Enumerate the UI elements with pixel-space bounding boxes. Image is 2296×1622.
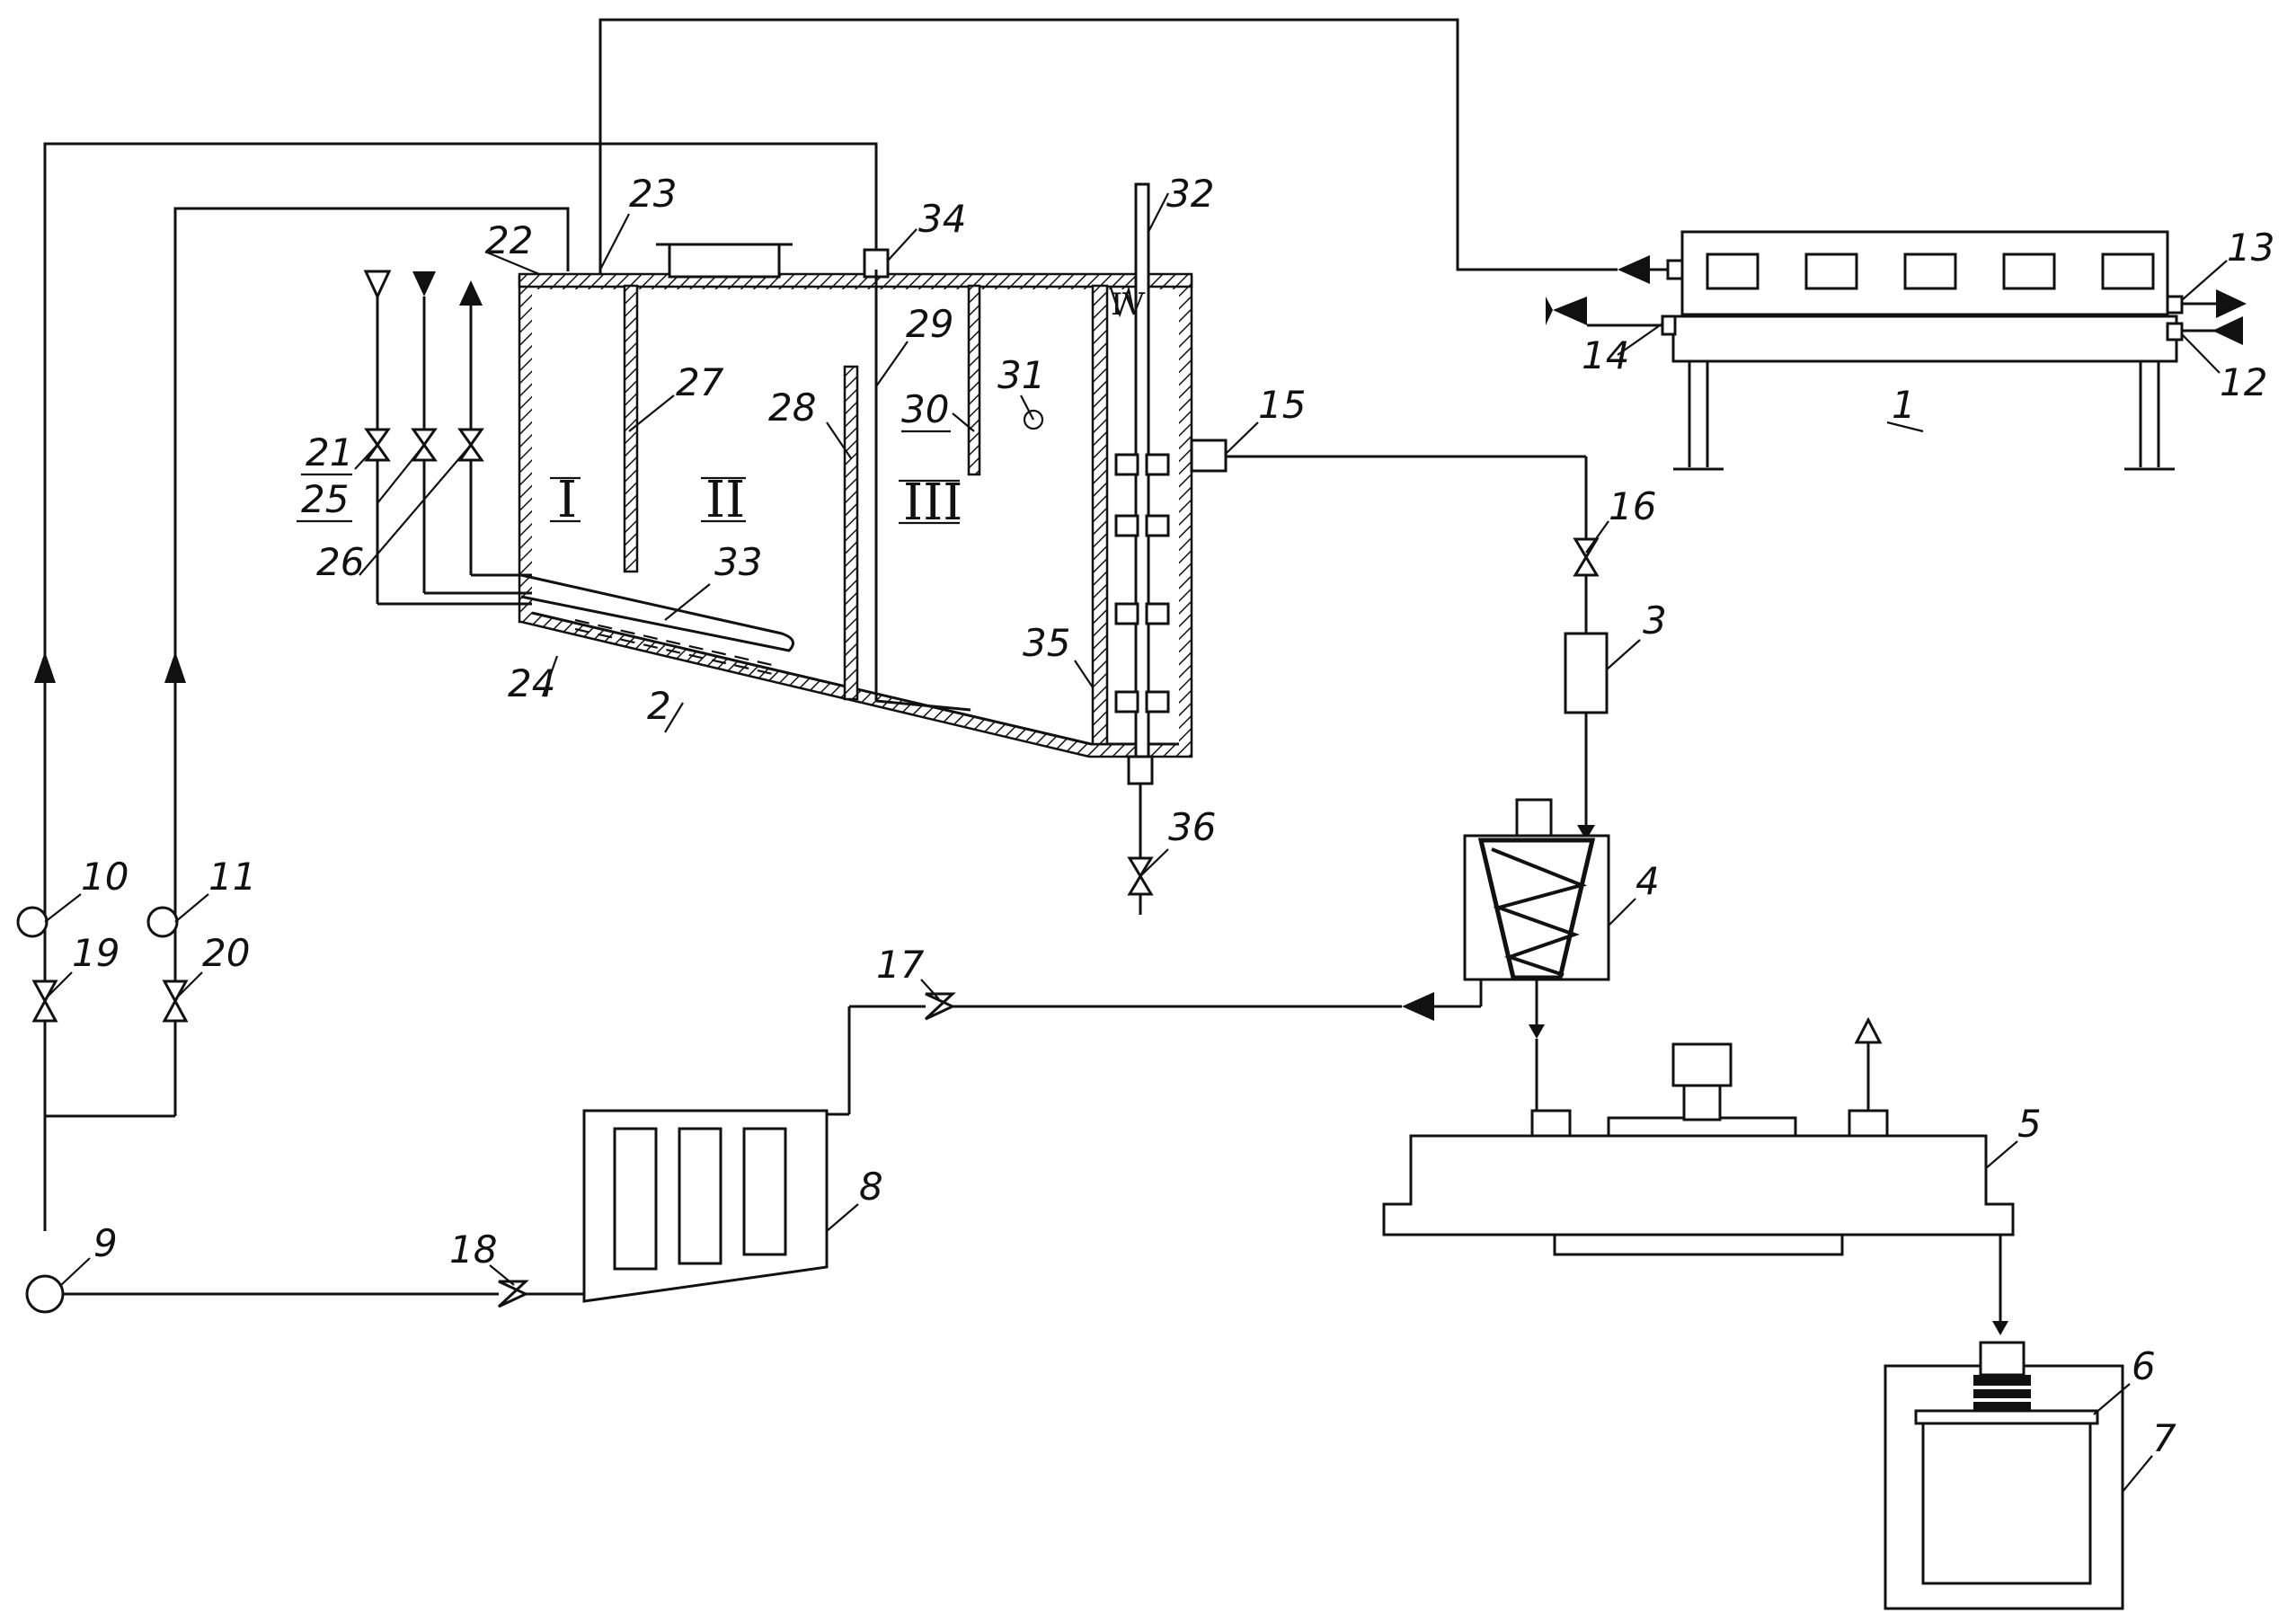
label-25: 25	[301, 477, 349, 521]
label-23: 23	[629, 172, 677, 216]
zone-label-iv: IV	[1111, 287, 1146, 323]
label-11: 11	[208, 855, 256, 899]
label-17: 17	[876, 943, 925, 987]
settling-tank-2	[485, 184, 1258, 858]
label-4: 4	[1636, 859, 1660, 903]
label-18: 18	[449, 1228, 497, 1272]
drain-valve-36	[1130, 849, 1168, 915]
label-6: 6	[2132, 1344, 2156, 1388]
label-15: 15	[1258, 383, 1306, 427]
label-8: 8	[859, 1165, 883, 1209]
label-14: 14	[1582, 333, 1629, 377]
label-34: 34	[918, 197, 966, 241]
label-16: 16	[1609, 484, 1656, 528]
label-32: 32	[1166, 172, 1214, 216]
label-13: 13	[2227, 226, 2274, 270]
label-28: 28	[768, 386, 816, 430]
label-5: 5	[2017, 1102, 2042, 1146]
product-line	[1226, 456, 2152, 1609]
label-1: 1	[1892, 383, 1916, 427]
label-9: 9	[93, 1221, 118, 1265]
label-19: 19	[72, 931, 120, 975]
heater-8-line	[63, 979, 1481, 1307]
label-33: 33	[714, 540, 762, 584]
label-35: 35	[1023, 621, 1070, 665]
dryer-unit-1	[1546, 232, 2247, 469]
label-2: 2	[647, 684, 671, 728]
label-31: 31	[997, 353, 1045, 397]
label-26: 26	[316, 540, 364, 584]
label-22: 22	[485, 218, 533, 262]
label-29: 29	[906, 302, 953, 346]
label-10: 10	[81, 855, 129, 899]
label-7: 7	[2152, 1416, 2176, 1460]
label-24: 24	[508, 661, 555, 705]
label-27: 27	[676, 360, 724, 404]
reagent-feed-lines	[355, 271, 532, 604]
label-30: 30	[901, 387, 949, 431]
label-36: 36	[1168, 805, 1216, 849]
label-12: 12	[2220, 360, 2267, 404]
circulation-pumps	[18, 651, 208, 1312]
label-3: 3	[1643, 598, 1667, 643]
label-21: 21	[306, 430, 353, 474]
label-20: 20	[202, 931, 250, 975]
